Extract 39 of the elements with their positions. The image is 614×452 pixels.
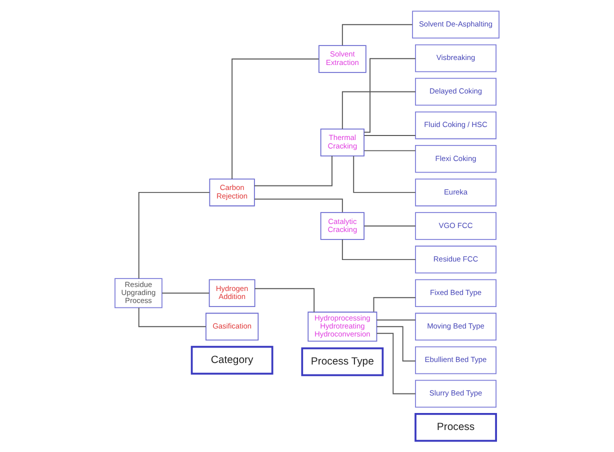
connector bbox=[138, 192, 210, 279]
node-box: Process Type bbox=[301, 347, 384, 376]
node-box: Delayed Coking bbox=[415, 78, 496, 106]
node-box: Ebullient Bed Type bbox=[415, 346, 496, 374]
connector bbox=[138, 307, 206, 328]
node-box: Solvent Extraction bbox=[318, 45, 366, 73]
node-box: Gasification bbox=[206, 312, 259, 341]
connector bbox=[364, 150, 416, 152]
connector bbox=[342, 24, 413, 46]
connector bbox=[376, 319, 416, 320]
connector bbox=[373, 297, 416, 312]
node-box: Thermal Cracking bbox=[320, 128, 364, 156]
node-box: Hydrogen Addition bbox=[208, 279, 256, 307]
node-box: Carbon Rejection bbox=[209, 178, 255, 206]
node-box: Hydroprocessing Hydrotreating Hydroconversion bbox=[308, 312, 378, 342]
connector bbox=[254, 288, 315, 313]
connector bbox=[376, 332, 416, 394]
node-box: Category bbox=[190, 346, 274, 375]
node-box: Flexi Coking bbox=[415, 145, 496, 173]
node-box: Fixed Bed Type bbox=[415, 279, 496, 307]
node-box: Catalytic Cracking bbox=[320, 212, 364, 240]
node-box: Fluid Coking / HSC bbox=[415, 111, 496, 140]
node-box: Process bbox=[414, 412, 497, 442]
node-box: Solvent De-Asphalting bbox=[412, 10, 500, 39]
connector bbox=[342, 91, 416, 130]
connector bbox=[254, 155, 332, 186]
node-box: VGO FCC bbox=[415, 212, 496, 240]
connector bbox=[364, 135, 416, 136]
node-box: Moving Bed Type bbox=[415, 312, 496, 341]
node-box: Residue Upgrading Process bbox=[114, 278, 162, 308]
connector bbox=[353, 156, 416, 193]
node-box: Eureka bbox=[415, 178, 496, 206]
node-box: Slurry Bed Type bbox=[415, 380, 496, 408]
connector bbox=[342, 238, 416, 260]
connector bbox=[232, 58, 320, 180]
connector bbox=[162, 292, 210, 294]
node-box: Visbreaking bbox=[415, 44, 496, 72]
connector bbox=[364, 58, 416, 133]
node-box: Residue FCC bbox=[415, 246, 496, 274]
